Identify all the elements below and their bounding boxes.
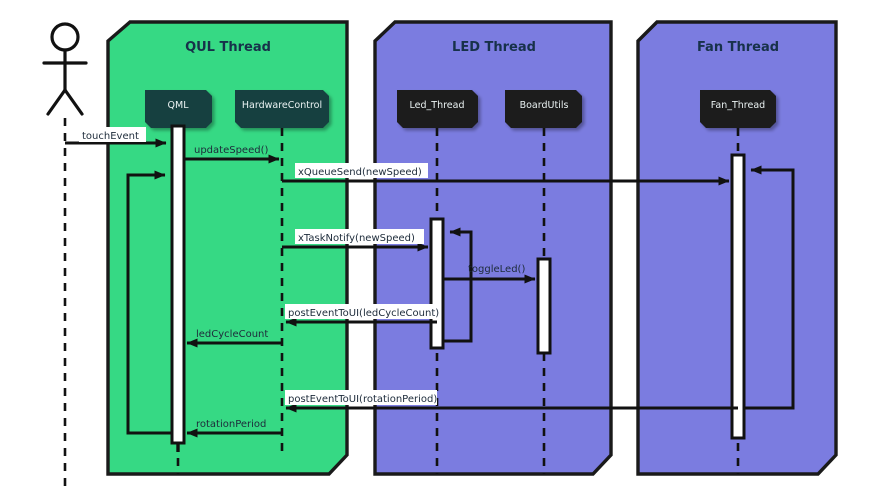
activation-bar-boardutils (536, 257, 552, 355)
participant-qml[interactable]: QML (145, 90, 212, 128)
self-loop-led-thread (443, 227, 473, 343)
message-posteventtoui-rotationperiod-label-bg (285, 390, 437, 405)
group-fan-title: Fan Thread (697, 40, 779, 55)
message-posteventtoui-ledcyclecount-label: postEventToUI(ledCycleCount) (288, 308, 439, 319)
message-touchevent: touchEvent (65, 127, 167, 148)
participant-led-thread-label: Led_Thread (410, 100, 465, 111)
group-qul-title: QUL Thread (185, 40, 271, 55)
participant-hardwarecontrol[interactable]: HardwareControl (235, 90, 329, 128)
self-loop-fan-thread (744, 165, 795, 410)
message-xtasknotify-label: xTaskNotify(newSpeed) (298, 233, 415, 244)
group-qul-thread: QUL Thread (106, 20, 349, 476)
participant-boardutils-label: BoardUtils (520, 100, 569, 111)
activation-bar-qml (170, 124, 186, 445)
group-qul-shape (106, 20, 349, 476)
participant-boardutils[interactable]: BoardUtils (505, 90, 582, 128)
participant-fan-thread[interactable]: Fan_Thread (700, 90, 776, 128)
participant-qml-label: QML (168, 100, 190, 111)
participant-qml-box (145, 90, 212, 128)
activation-bar-fan-thread (730, 153, 746, 440)
message-ledcyclecount-label: ledCycleCount (196, 329, 268, 340)
message-xqueuesend-label-bg (295, 163, 428, 178)
self-loop-qml (126, 170, 172, 435)
message-xqueuesend: xQueueSend(newSpeed) (282, 163, 730, 186)
actor-stick-figure (42, 22, 88, 116)
message-updatespeed-label: updateSpeed() (194, 145, 268, 156)
group-led-thread: LED Thread (373, 20, 613, 476)
participant-fan-thread-box (700, 90, 776, 128)
participant-led-thread-box (397, 90, 478, 128)
message-touchevent-label: touchEvent (82, 131, 139, 142)
participant-fan-thread-label: Fan_Thread (711, 100, 765, 111)
message-touchevent-label-bg (79, 127, 146, 142)
actor-leg-right (63, 88, 84, 116)
group-led-title: LED Thread (452, 40, 536, 55)
message-posteventtoui-ledcyclecount: postEventToUI(ledCycleCount) (285, 304, 439, 327)
participant-led-thread[interactable]: Led_Thread (397, 90, 478, 128)
message-posteventtoui-rotationperiod-label: postEventToUI(rotationPeriod) (288, 394, 437, 405)
message-xtasknotify-label-bg (295, 229, 424, 244)
message-rotationperiod: rotationPeriod (186, 419, 282, 438)
message-xtasknotify: xTaskNotify(newSpeed) (282, 229, 429, 252)
participant-hardwarecontrol-box (235, 90, 329, 128)
message-updatespeed: updateSpeed() (184, 145, 280, 164)
message-ledcyclecount: ledCycleCount (186, 329, 282, 348)
message-posteventtoui-ledcyclecount-label-bg (285, 304, 433, 319)
group-led-shape (373, 20, 613, 476)
message-xqueuesend-label: xQueueSend(newSpeed) (298, 167, 422, 178)
activation-bar-led-thread (429, 217, 445, 350)
participant-hardwarecontrol-label: HardwareControl (242, 100, 322, 111)
message-rotationperiod-label: rotationPeriod (196, 419, 266, 430)
message-toggleled-label: toggleLed() (468, 264, 525, 275)
actor-leg-left (46, 88, 67, 116)
message-toggleled: toggleLed() (443, 264, 536, 284)
participant-boardutils-box (505, 90, 582, 128)
message-posteventtoui-rotationperiod: postEventToUI(rotationPeriod) (285, 390, 738, 413)
